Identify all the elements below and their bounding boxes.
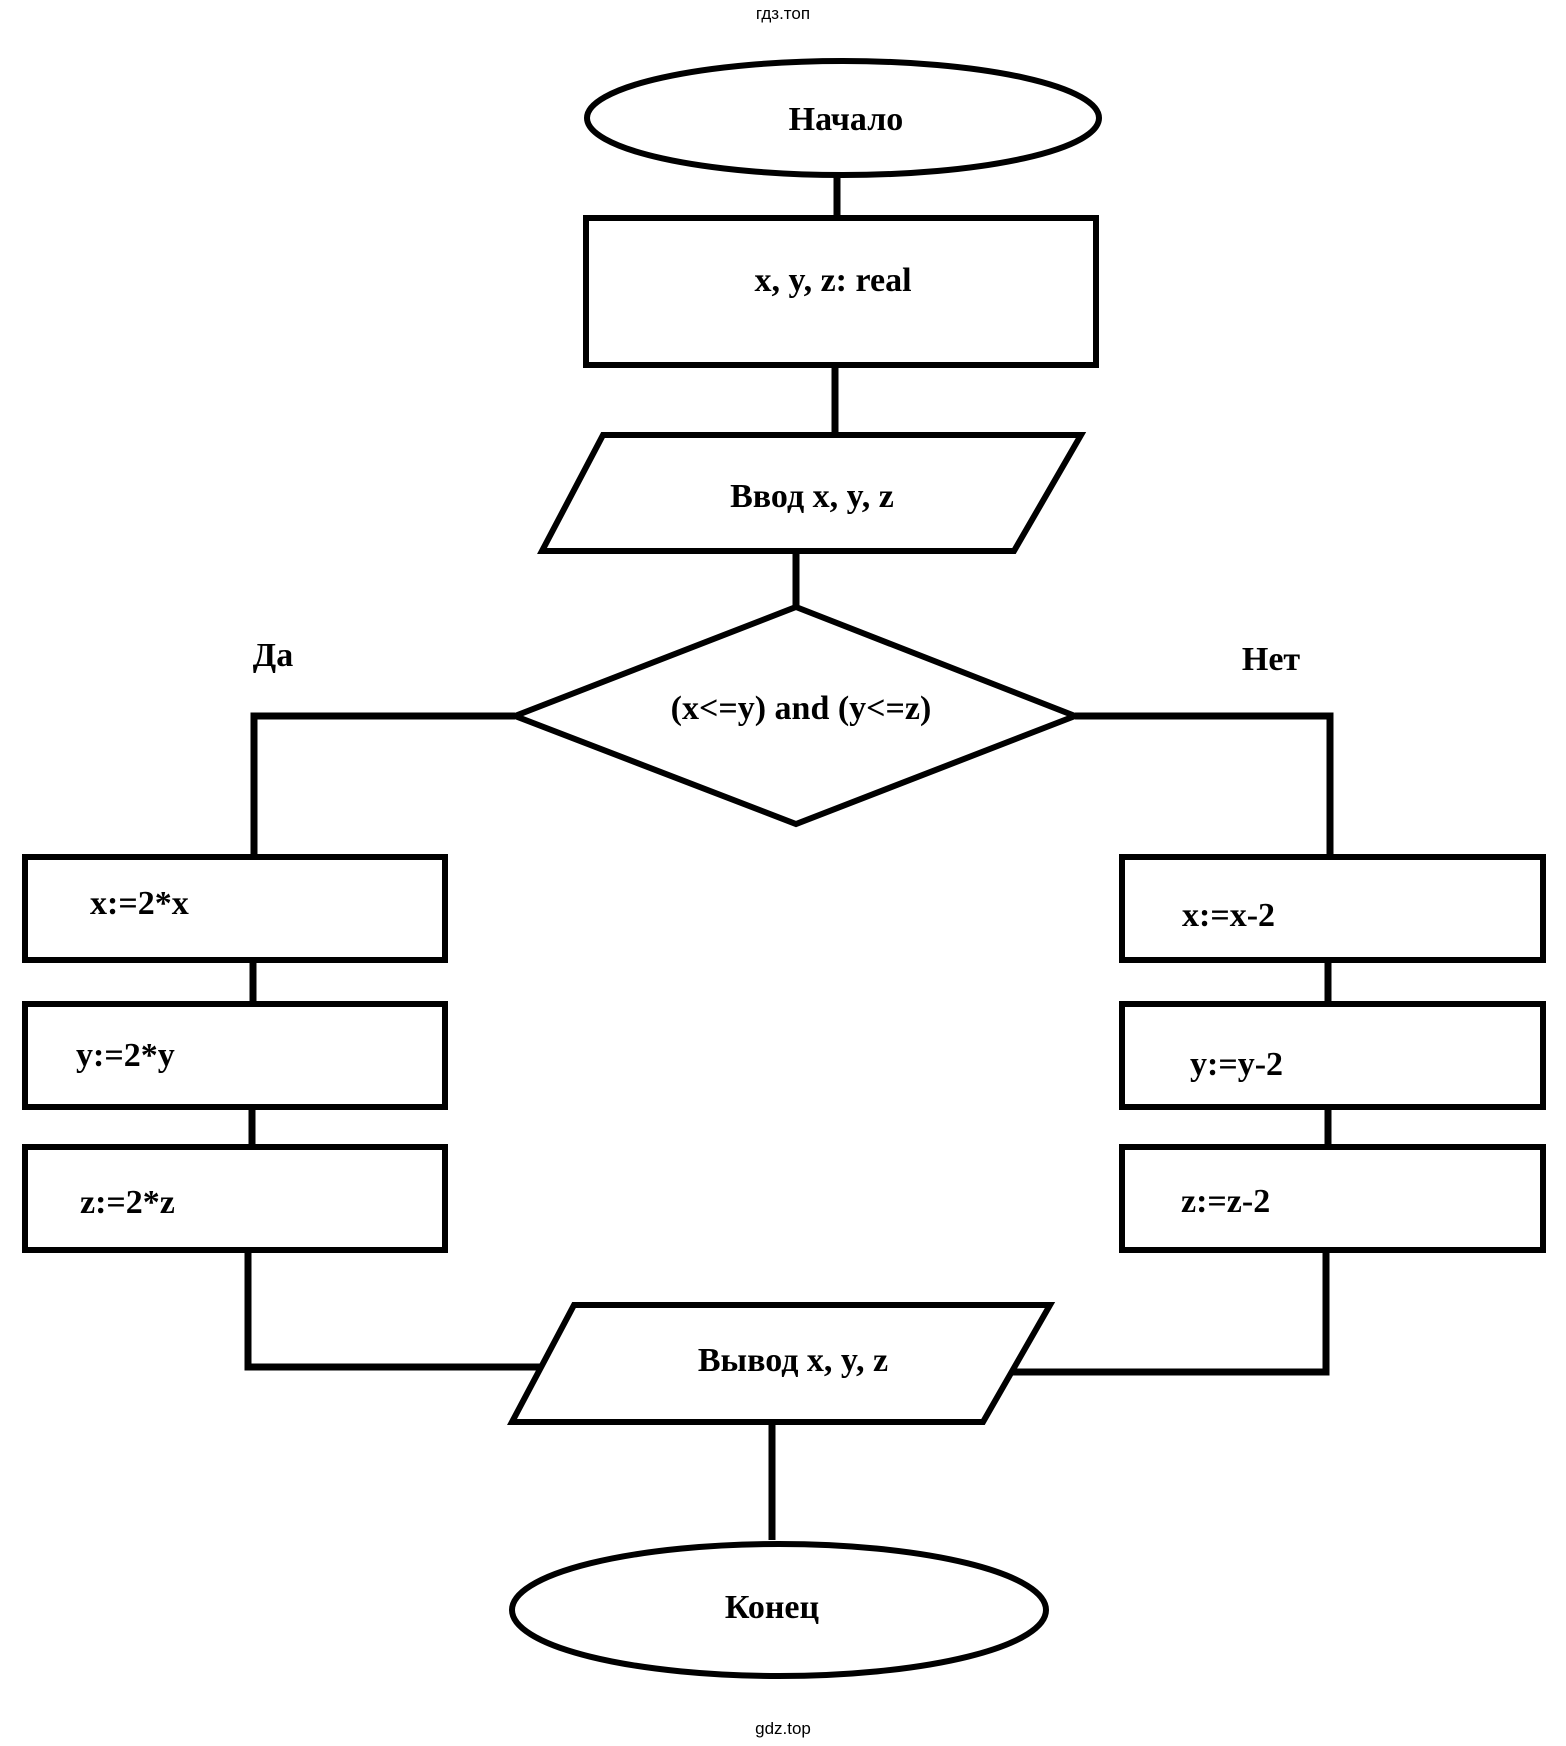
input-label: Ввод x, y, z: [730, 478, 894, 515]
no-label: Нет: [1242, 641, 1301, 678]
input-block: [537, 432, 1087, 554]
end-label: Конец: [725, 1589, 820, 1626]
connector-yes-branch: [250, 712, 515, 857]
start-label: Начало: [789, 101, 904, 138]
output-block: [507, 1302, 1056, 1425]
no-step-2: [1119, 1001, 1546, 1110]
yes-step-3-label: z:=2*z: [80, 1184, 175, 1221]
no-step-3: [1119, 1144, 1546, 1253]
connector-no-output: [1012, 1252, 1330, 1376]
declare-block: [583, 215, 1099, 368]
condition-diamond: [506, 603, 1084, 828]
no-step-2-label: y:=y-2: [1190, 1046, 1283, 1083]
condition-label: (x<=y) and (y<=z): [671, 690, 932, 727]
end-terminal: [509, 1541, 1049, 1679]
no-step-1: [1119, 854, 1546, 963]
watermark-bottom: gdz.top: [755, 1719, 811, 1738]
yes-label: Да: [253, 637, 293, 674]
no-step-1-label: x:=x-2: [1182, 897, 1275, 934]
watermark-top: гдз.топ: [756, 4, 810, 23]
yes-step-3: [22, 1144, 448, 1253]
output-label: Вывод x, y, z: [698, 1342, 888, 1379]
connector-no-branch: [1075, 712, 1334, 857]
connectors: [244, 172, 1334, 1540]
yes-step-2-label: y:=2*y: [76, 1037, 175, 1074]
yes-step-1: [22, 854, 448, 963]
yes-step-2: [22, 1001, 448, 1110]
yes-step-1-label: x:=2*x: [90, 885, 189, 922]
no-step-3-label: z:=z-2: [1181, 1183, 1270, 1220]
connector-yes-output: [244, 1252, 545, 1371]
declare-label: x, y, z: real: [754, 262, 911, 299]
start-terminal: [584, 58, 1102, 178]
